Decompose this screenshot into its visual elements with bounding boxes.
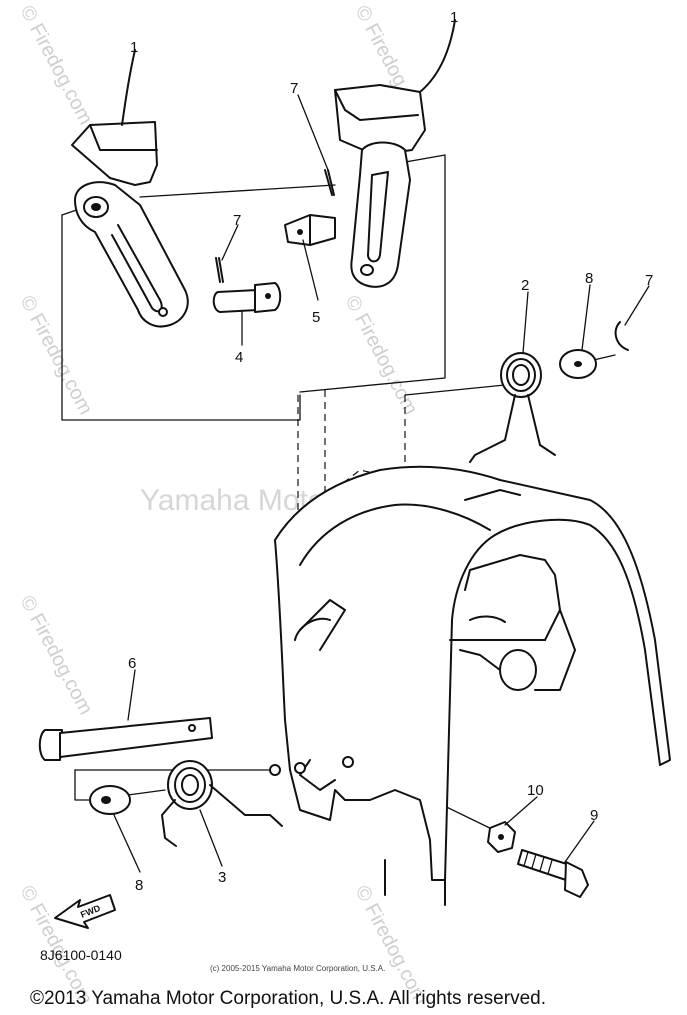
engine-housing [269,465,671,906]
part-6-pin [38,717,213,761]
fwd-arrow: FWD [54,894,116,929]
part-2-torsion-spring [469,352,556,463]
callout-1-right: 1 [450,9,458,26]
part-7-cotter-pins [215,169,629,351]
watermark-site: © Firedog.com [16,592,97,718]
part-code: 8J6100-0140 [40,947,122,963]
part-9-bolt [517,849,589,898]
callout-8-top: 8 [585,270,593,287]
watermark-site: © Firedog.com [341,292,422,418]
part-8-washer-bottom [89,785,131,815]
callout-8-bottom: 8 [135,877,143,894]
callout-9: 9 [590,807,598,824]
part-4-clevis-pin [212,282,282,313]
copyright-notice: ©2013 Yamaha Motor Corporation, U.S.A. A… [30,988,546,1009]
part-3-torsion-spring [161,760,283,847]
part-1-right-bracket [334,84,426,288]
part-1-left-bracket [71,121,189,328]
callout-numbers: 1 1 7 7 7 2 8 5 4 6 8 3 10 9 [128,9,653,894]
callout-7-c: 7 [645,272,653,289]
callout-3: 3 [218,869,226,886]
callout-5: 5 [312,309,320,326]
part-5-clevis [284,214,336,246]
callout-10: 10 [527,782,544,799]
callout-2: 2 [521,277,529,294]
callout-7-a: 7 [290,80,298,97]
callout-6: 6 [128,655,136,672]
small-copyright: (c) 2005-2015 Yamaha Motor Corporation, … [210,964,385,973]
watermark-site: © Firedog.com [16,292,97,418]
watermark-site: © Firedog.com [16,2,97,128]
callout-1-left: 1 [130,39,138,56]
callout-4: 4 [235,349,243,366]
part-10-nut [487,821,516,853]
callout-7-b: 7 [233,212,241,229]
part-8-washer-top [559,349,597,379]
leader-lines [113,19,650,873]
